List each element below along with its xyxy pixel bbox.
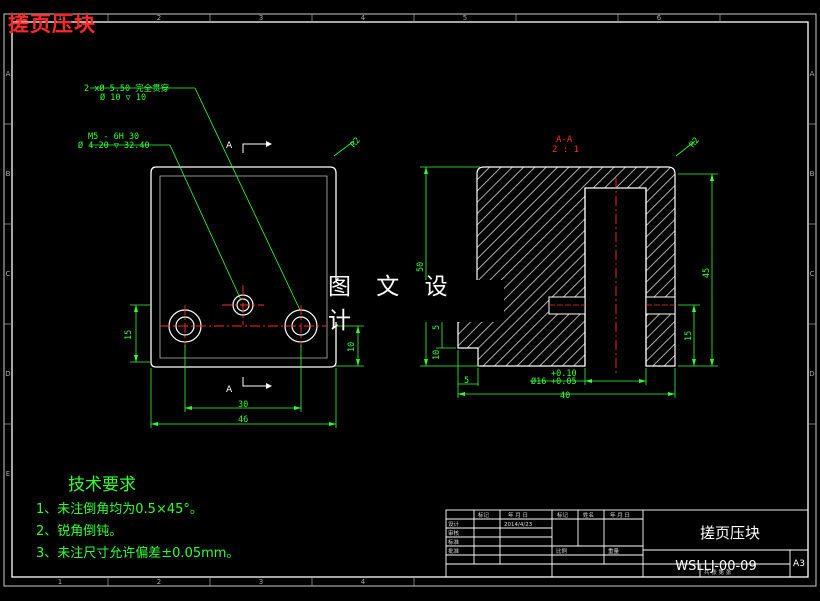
tapped-hole-section-left <box>548 296 586 315</box>
watermark: 图 文 设 计 <box>328 274 504 334</box>
drawing-title: 搓页压块 <box>8 11 96 36</box>
notes-title: 技术要求 <box>68 475 136 495</box>
section-arrowhead-top <box>266 141 272 147</box>
front-dim-arrows <box>134 305 360 426</box>
tb-header-mark-2: 标记 <box>557 511 569 519</box>
title-block <box>445 509 809 578</box>
zone-number-top-1: 1 <box>58 14 62 22</box>
outer-frame <box>3 13 817 587</box>
hole-callout-1-line1: 2 xØ 5.50 完全贯穿 <box>84 83 169 94</box>
tb-header-mark: 标记 <box>478 511 490 519</box>
note-item-1: 1、未注倒角均为0.5×45°。 <box>36 502 203 517</box>
dim-total-height-50: 50 <box>416 262 426 272</box>
section-mark-top: A <box>226 141 233 151</box>
section-mark-bottom: A <box>226 385 233 395</box>
tb-row-standard: 标准 <box>448 538 460 546</box>
front-radius-label: R2 <box>349 136 363 150</box>
section-arrowhead-bottom <box>266 383 272 389</box>
dim-width-46: 46 <box>238 415 248 425</box>
dim-right-height-45: 45 <box>702 268 712 278</box>
section-radius-label: R2 <box>688 136 702 150</box>
zone-labels: 1 2 3 4 5 6 1 2 3 4 A B C D E A B C D <box>5 14 814 586</box>
tb-row-design: 设计 <box>448 520 460 528</box>
dim-left-bottom-10: 10 <box>432 350 442 360</box>
dim-step-width-5: 5 <box>464 376 469 386</box>
zone-number-top-4: 4 <box>361 14 366 22</box>
zone-letter-left-c: C <box>6 270 11 278</box>
dim-left-small-5: 5 <box>432 325 442 330</box>
zone-number-bottom-4: 4 <box>361 578 366 586</box>
dim-center-distance-30: 30 <box>238 400 248 410</box>
zone-number-top-3: 3 <box>259 14 263 22</box>
dim-right-bottom-15: 15 <box>684 331 694 341</box>
tb-scale: 比例 <box>556 547 568 555</box>
hole-callout-2-line2: Ø 4.20 ▽ 32.40 <box>78 140 150 151</box>
section-dimension-text: R2 50 45 15 5 10 5 +0.10 Ø16 +0.05 40 <box>416 136 712 401</box>
tapped-hole-section-right <box>645 296 676 315</box>
section-view: A-A 2 : 1 <box>457 135 676 376</box>
zone-ticks <box>4 14 816 586</box>
zone-letter-right-a: A <box>810 70 815 78</box>
zone-number-top-2: 2 <box>157 14 161 22</box>
tb-part-name: 搓页压块 <box>700 524 760 542</box>
dim-bore-diameter: Ø16 <box>531 376 546 387</box>
zone-letter-left-b: B <box>6 170 11 178</box>
front-view: A A <box>150 141 337 395</box>
dim-bore-tol-upper: +0.10 <box>551 369 577 379</box>
zone-letter-left-d: D <box>5 370 10 378</box>
front-dimensions <box>90 87 364 428</box>
zone-letter-left-a: A <box>6 70 11 78</box>
tb-header-date-2: 年 月 日 <box>610 511 630 519</box>
hole-callout-1-line2: Ø 10 ▽ 10 <box>100 92 146 103</box>
front-dimension-text: 2 xØ 5.50 完全贯穿 Ø 10 ▽ 10 M5 - 6H 30 Ø 4.… <box>78 83 363 425</box>
zone-letter-right-b: B <box>810 170 815 178</box>
note-item-2: 2、锐角倒钝。 <box>36 524 123 539</box>
inner-frame <box>11 21 809 578</box>
zone-number-bottom-1: 1 <box>58 578 62 586</box>
zone-letter-left-e: E <box>6 470 10 478</box>
dim-bore-tol-lower: +0.05 <box>551 377 577 387</box>
section-arrow-top <box>242 143 266 153</box>
tb-row-approve: 批准 <box>448 547 460 555</box>
tb-weight: 重量 <box>608 547 620 555</box>
section-dim-arrows <box>424 167 714 396</box>
tb-date: 2014/4/23 <box>504 522 533 528</box>
front-centerlines <box>160 285 326 347</box>
tb-sheet-count: 共 张 第 张 <box>704 568 732 576</box>
section-scale: 2 : 1 <box>552 145 579 155</box>
zone-number-top-5: 5 <box>463 14 467 22</box>
front-view-inner-edge <box>159 175 328 359</box>
zone-number-bottom-3: 3 <box>259 578 263 586</box>
tb-row-review: 审核 <box>448 529 460 537</box>
tb-header-name: 姓名 <box>583 511 594 519</box>
zone-number-top-6: 6 <box>657 14 662 22</box>
hole-callout-2-line1: M5 - 6H 30 <box>88 132 139 142</box>
zone-number-bottom-2: 2 <box>157 578 161 586</box>
tb-drawing-number: WSLLJ-00-09 <box>675 559 756 574</box>
tb-sheet-size: A3 <box>793 559 805 569</box>
section-arrow-bottom <box>242 377 266 387</box>
dim-section-width-40: 40 <box>560 391 570 401</box>
tb-header-date: 年 月 日 <box>508 511 528 519</box>
through-hole-left <box>175 316 195 336</box>
section-label: A-A <box>556 135 573 145</box>
title-block-text: 标记 年 月 日 标记 姓名 年 月 日 设计 审核 标准 批准 2014/4/… <box>448 511 732 576</box>
zone-letter-right-d: D <box>809 370 814 378</box>
front-view-outline <box>150 166 337 368</box>
dim-bottom-10: 10 <box>347 342 357 352</box>
dim-height-15: 15 <box>124 330 134 340</box>
zone-letter-right-c: C <box>810 270 815 278</box>
note-item-3: 3、未注尺寸允许偏差±0.05mm。 <box>36 546 240 561</box>
